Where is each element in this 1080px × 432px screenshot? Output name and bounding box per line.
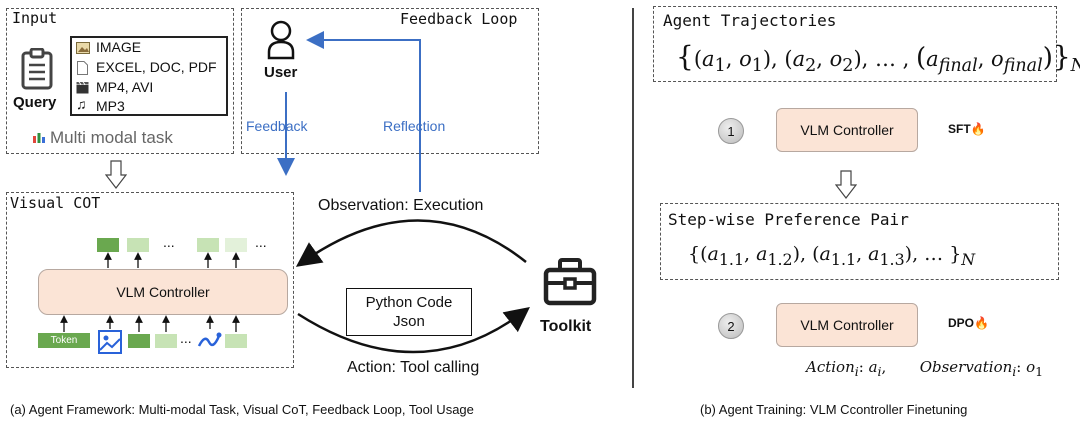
document-icon bbox=[77, 61, 88, 75]
output-token bbox=[197, 238, 219, 252]
output-token bbox=[225, 238, 247, 252]
input-types-box bbox=[70, 36, 228, 116]
reflection-arrow bbox=[306, 31, 421, 192]
observation-arc bbox=[295, 219, 527, 267]
input-token bbox=[128, 334, 150, 348]
token-label: Token bbox=[50, 335, 78, 346]
input-title: Input bbox=[12, 9, 58, 27]
fire-icon: 🔥 bbox=[974, 316, 989, 330]
left-caption: (a) Agent Framework: Multi-modal Task, V… bbox=[10, 402, 474, 417]
sft-text: SFT bbox=[948, 122, 971, 136]
right-caption: (b) Agent Training: VLM Ccontroller Fine… bbox=[700, 402, 968, 417]
image-icon bbox=[76, 42, 90, 54]
step-1-number: 1 bbox=[727, 123, 735, 139]
preference-pair-title: Step-wise Preference Pair bbox=[668, 210, 909, 229]
input-token bbox=[225, 334, 247, 348]
token-arrows bbox=[60, 252, 240, 332]
token-input: Token bbox=[38, 333, 90, 348]
preference-formula: {(a1.1, a1.2), (a1.1, a1.3), … }N bbox=[688, 243, 976, 269]
vlm-controller-label: VLM Controller bbox=[800, 317, 894, 333]
panel-divider bbox=[632, 8, 634, 388]
agent-trajectories-panel bbox=[653, 6, 1057, 82]
image-input-icon bbox=[98, 330, 122, 354]
sft-label: SFT🔥 bbox=[948, 122, 986, 136]
toolkit-label: Toolkit bbox=[540, 318, 592, 335]
toolbox-icon bbox=[543, 258, 597, 306]
feedback-loop-panel bbox=[241, 8, 539, 154]
flow-arrows bbox=[277, 31, 530, 354]
clipboard-icon bbox=[21, 48, 53, 90]
ellipsis-text: ... bbox=[255, 234, 267, 250]
clapperboard-icon bbox=[76, 81, 89, 94]
preference-pair-panel bbox=[660, 203, 1059, 280]
code-box: Python Code Json bbox=[346, 288, 472, 336]
feedback-label: Feedback bbox=[246, 118, 308, 134]
visual-cot-panel bbox=[6, 192, 294, 368]
step-1-badge: 1 bbox=[718, 118, 744, 144]
vlm-controller-left: VLM Controller bbox=[38, 269, 288, 315]
vlm-controller-label: VLM Controller bbox=[800, 122, 894, 138]
bar-chart-icon bbox=[33, 133, 45, 143]
feedback-loop-title: Feedback Loop bbox=[400, 10, 518, 28]
input-item-image: IMAGE bbox=[96, 39, 142, 55]
multi-modal-task-label: Multi modal task bbox=[50, 128, 173, 147]
music-note-icon: ♫ bbox=[76, 96, 87, 112]
hollow-down-arrow bbox=[105, 160, 127, 189]
action-observation-formula: Actioni: ai, Observationi: o1 bbox=[806, 358, 1044, 379]
vlm-controller-label: VLM Controller bbox=[116, 284, 210, 300]
drawing-stroke-icon bbox=[197, 332, 222, 347]
dpo-text: DPO bbox=[948, 316, 975, 330]
input-item-documents: EXCEL, DOC, PDF bbox=[96, 59, 217, 75]
user-label: User bbox=[264, 64, 298, 81]
input-panel bbox=[6, 8, 234, 154]
output-token bbox=[127, 238, 149, 252]
query-label: Query bbox=[13, 94, 57, 111]
ellipsis-text: ... bbox=[180, 330, 192, 346]
ellipsis-text: ... bbox=[163, 234, 175, 250]
hollow-down-arrow bbox=[835, 170, 857, 199]
step-2-badge: 2 bbox=[718, 313, 744, 339]
input-item-video: MP4, AVI bbox=[96, 79, 154, 95]
agent-trajectories-title: Agent Trajectories bbox=[663, 11, 837, 30]
trajectory-formula: {(a1, o1), (a2, o2), … , (afinal, ofinal… bbox=[676, 40, 1080, 77]
input-item-audio: MP3 bbox=[96, 98, 125, 114]
dpo-label: DPO🔥 bbox=[948, 316, 989, 330]
observation-label: Observation: Execution bbox=[318, 197, 484, 214]
vlm-controller-dpo: VLM Controller bbox=[776, 303, 918, 347]
code-box-python: Python Code bbox=[365, 294, 453, 311]
input-token bbox=[155, 334, 177, 348]
action-arc bbox=[297, 306, 530, 354]
visual-cot-title: Visual COT bbox=[10, 194, 101, 212]
code-box-json: Json bbox=[393, 313, 425, 330]
reflection-label: Reflection bbox=[383, 118, 446, 134]
step-2-number: 2 bbox=[727, 318, 735, 334]
user-icon bbox=[267, 20, 295, 60]
vlm-controller-sft: VLM Controller bbox=[776, 108, 918, 152]
action-label: Action: Tool calling bbox=[347, 359, 480, 376]
fire-icon: 🔥 bbox=[970, 122, 986, 136]
output-token bbox=[97, 238, 119, 252]
